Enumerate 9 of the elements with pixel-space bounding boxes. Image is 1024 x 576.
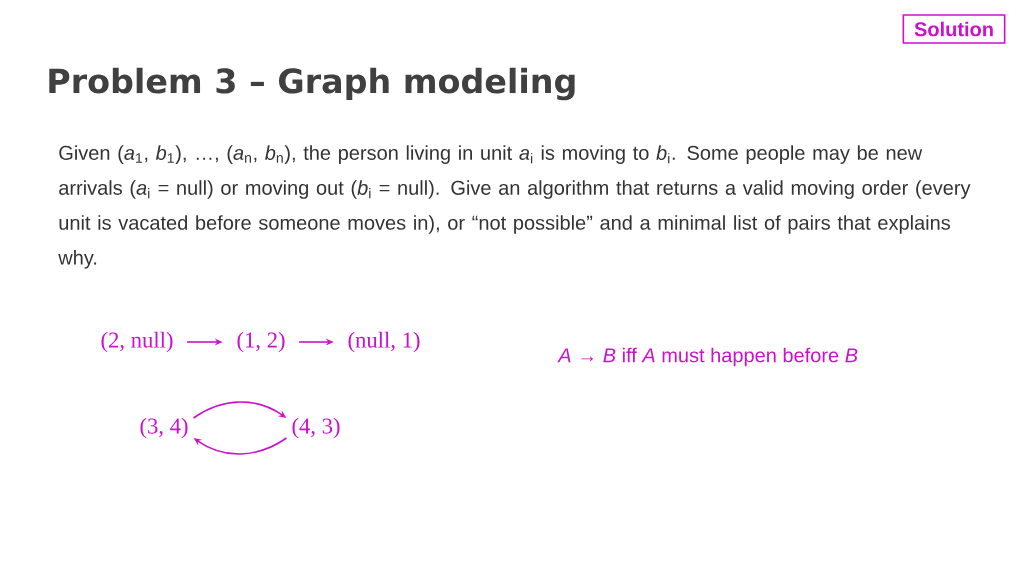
pair-label: (4, 3) <box>292 417 340 439</box>
pair-label: (2, null) <box>101 331 173 353</box>
note-text: A → B iff A must happen before B <box>557 347 858 367</box>
solution-button: Solution <box>902 14 1006 44</box>
pair-label: (null, 1) <box>348 331 420 353</box>
pair-label: (1, 2) <box>237 331 285 353</box>
pair-label: (3, 4) <box>140 417 188 439</box>
problem-text: Given (a$_{1}$, b$_{1}$), …, (a$_{n}$, b$_{n}$), the person living in unit a$_{i}$ is moving to b$_{i}$. Some people may be new arrivals (a$_{i}$ = null) or moving out (b$_{i}$ = null). Give an algorithm that returns a valid moving order (every unit is vacated before someone moves in), or “not possible” and a minimal list of pairs that explains why. <box>58 145 971 269</box>
slide-title: Problem 3 – Graph modeling <box>49 67 575 101</box>
